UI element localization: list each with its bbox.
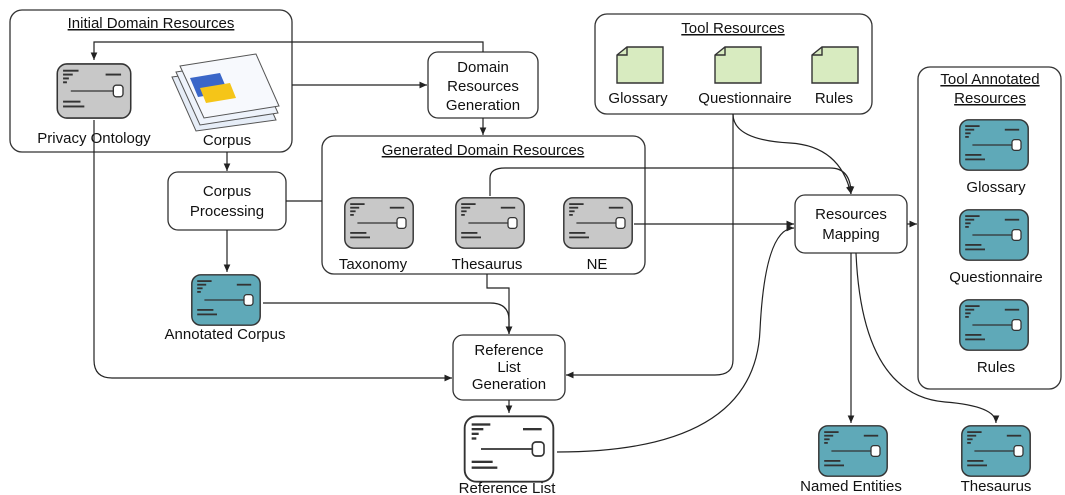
annotated-rules-icon: [959, 299, 1029, 351]
thesaurus-label: Thesaurus: [452, 256, 523, 273]
process-domain-gen-line1: Domain: [457, 59, 509, 76]
process-refgen-line3: Generation: [472, 376, 546, 393]
taxonomy-label: Taxonomy: [339, 256, 408, 273]
group-title-tool-resources: Tool Resources: [681, 20, 784, 37]
group-title-generated-domain: Generated Domain Resources: [382, 142, 585, 159]
questionnaire-document-icon: [714, 46, 762, 84]
annotated-questionnaire-icon: [959, 209, 1029, 261]
edge-ontology-to-refgen: [93, 120, 452, 382]
questionnaire-document-label: Questionnaire: [698, 90, 791, 107]
rules-document-icon: [811, 46, 859, 84]
corpus-icon: [171, 53, 280, 132]
group-initial-domain-resources: [9, 9, 293, 153]
reference-list-label: Reference List: [459, 480, 557, 495]
group-generated-domain-resources: [321, 135, 646, 275]
edge-tool-to-mapping: [732, 113, 853, 195]
edge-mapping-to-thesaurus-out: [855, 252, 1000, 424]
glossary-document-label: Glossary: [608, 90, 668, 107]
ne-icon: [563, 197, 633, 249]
process-corpus-proc-line2: Processing: [190, 203, 264, 220]
ne-label: NE: [587, 256, 608, 273]
annotated-questionnaire-label: Questionnaire: [949, 269, 1042, 286]
edge-domain-gen-to-ontology: [90, 41, 484, 60]
corpus-label: Corpus: [203, 132, 251, 149]
privacy-ontology-icon: [56, 63, 132, 119]
group-title-initial-domain: Initial Domain Resources: [68, 15, 235, 32]
edge-thesaurus-to-refgen: [486, 274, 513, 334]
edge-tool-to-refgen: [566, 114, 734, 379]
thesaurus-icon: [455, 197, 525, 249]
process-mapping-line1: Resources: [815, 206, 887, 223]
taxonomy-icon: [344, 197, 414, 249]
process-mapping-line2: Mapping: [822, 226, 880, 243]
annotated-glossary-icon: [959, 119, 1029, 171]
thesaurus-output-icon: [961, 425, 1031, 477]
group-tool-annotated-resources: [917, 66, 1062, 390]
reference-list-icon: [463, 415, 555, 483]
annotated-glossary-label: Glossary: [966, 179, 1026, 196]
annotated-corpus-icon: [191, 274, 261, 326]
named-entities-label: Named Entities: [800, 478, 902, 495]
process-domain-gen-line3: Generation: [446, 97, 520, 114]
process-resources-mapping: [794, 194, 908, 254]
process-refgen-line2: List: [497, 359, 521, 376]
annotated-rules-label: Rules: [977, 359, 1015, 376]
process-corpus-proc-line1: Corpus: [203, 183, 251, 200]
edge-annotated-to-refgen: [263, 302, 513, 334]
process-domain-gen-line2: Resources: [447, 78, 519, 95]
group-title-tool-annotated-1: Tool Annotated: [940, 71, 1039, 88]
edge-thesaurus-to-mapping: [489, 167, 855, 196]
process-refgen-line1: Reference: [474, 342, 543, 359]
glossary-document-icon: [616, 46, 664, 84]
edge-reflist-to-mapping: [556, 224, 795, 453]
named-entities-icon: [818, 425, 888, 477]
rules-document-label: Rules: [815, 90, 853, 107]
group-title-tool-annotated-2: Resources: [954, 90, 1026, 107]
annotated-corpus-label: Annotated Corpus: [165, 326, 286, 343]
process-corpus-processing: [167, 171, 287, 231]
thesaurus-output-label: Thesaurus: [961, 478, 1032, 495]
